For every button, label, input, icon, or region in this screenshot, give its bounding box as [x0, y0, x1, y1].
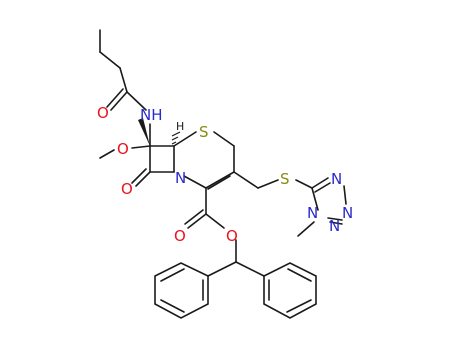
bond — [173, 131, 197, 147]
bond — [171, 141, 177, 145]
bond — [160, 268, 185, 282]
bond — [314, 182, 331, 193]
bond — [235, 261, 265, 277]
atom-ring-n: N — [175, 169, 186, 187]
bond — [343, 185, 347, 205]
bond — [257, 179, 279, 189]
bond — [311, 187, 319, 211]
bond — [327, 217, 343, 221]
bond — [205, 213, 225, 229]
atom-tetrazole-n: N — [342, 204, 353, 222]
bonds — [99, 29, 347, 319]
bond — [106, 88, 124, 108]
bond — [329, 221, 343, 225]
bond — [311, 177, 329, 189]
bond — [154, 262, 209, 319]
bond — [295, 179, 313, 189]
bond — [205, 171, 235, 189]
wedge-bond — [138, 118, 150, 146]
bond — [297, 221, 315, 237]
hash-bond — [171, 131, 181, 145]
atom-lactam-o: O — [121, 180, 133, 198]
atom-stereo-h: H — [176, 120, 184, 133]
bond — [135, 171, 151, 187]
bond — [171, 131, 181, 137]
bond — [207, 261, 237, 277]
atom-tetrazole-n: N — [329, 217, 340, 235]
bond — [263, 262, 317, 319]
bond — [99, 51, 121, 69]
bond — [99, 149, 115, 159]
atom-ester-carbonyl-o: O — [174, 227, 186, 245]
bond — [171, 136, 179, 141]
atom-amide-o: O — [97, 104, 109, 122]
bond — [160, 299, 185, 313]
atom-ring-s: S — [199, 123, 209, 141]
atom-thioether-s: S — [280, 170, 290, 188]
bond — [213, 131, 235, 147]
bond — [131, 145, 151, 149]
atom-methoxy-o: O — [117, 140, 129, 158]
bond — [233, 171, 259, 189]
bond — [119, 67, 128, 93]
bond — [110, 91, 128, 111]
bond — [286, 299, 312, 313]
bond — [183, 175, 207, 189]
bond — [126, 91, 147, 111]
bond — [187, 213, 207, 229]
atom-tetrazole-n: N — [331, 170, 342, 188]
bond — [184, 209, 204, 225]
bond — [287, 268, 312, 282]
atom-ester-link-o: O — [226, 227, 238, 245]
atom-tetrazole-n: N — [307, 204, 318, 222]
atom-nh: NH — [140, 106, 163, 124]
bond — [207, 175, 231, 190]
bond — [131, 168, 147, 184]
